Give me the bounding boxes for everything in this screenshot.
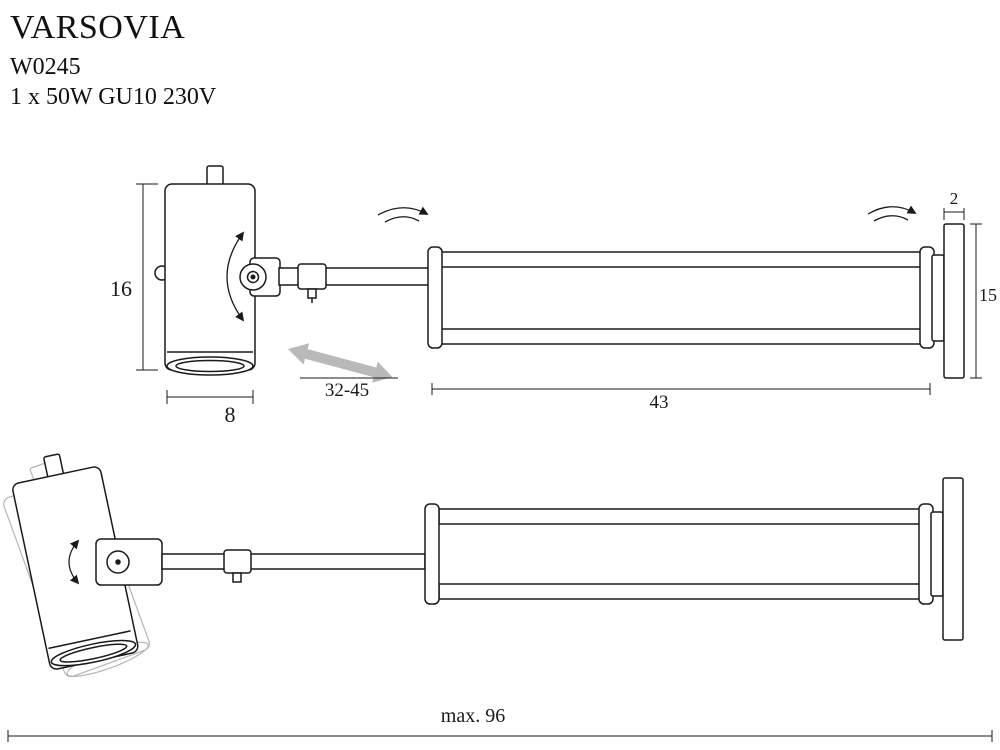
product-code: W0245 <box>10 54 81 81</box>
pivot-center-bottom <box>115 559 121 565</box>
dimension-head-height <box>136 183 158 371</box>
dimension-rail-length <box>431 383 931 395</box>
product-header: VARSOVIA W0245 1 x 50W GU10 230V <box>10 8 216 112</box>
tilted-view: max. 96 <box>3 453 993 742</box>
clamp-screw <box>307 288 317 299</box>
rail-tube-bottom <box>439 328 923 345</box>
wall-rail <box>427 223 965 379</box>
clamp-screw-bottom <box>232 572 242 583</box>
extension-arrow-icon <box>288 343 393 383</box>
double-arrow-shape <box>288 343 393 383</box>
arm-rod-bottom <box>161 553 426 570</box>
rail-tube-top <box>439 251 923 268</box>
product-spec: 1 x 50W GU10 230V <box>10 84 217 111</box>
dimension-plate-height <box>970 223 982 379</box>
tilt-arrow-icon <box>68 539 80 585</box>
lens-rim-inner-tilted <box>59 643 128 663</box>
arm-rotation-arrow-inner <box>384 216 420 223</box>
arm-clamp <box>297 263 327 290</box>
dim-label-head-diameter: 8 <box>225 402 236 427</box>
dim-label-plate-height: 15 <box>979 285 997 305</box>
dimension-max-reach <box>7 730 993 742</box>
pivot-joint <box>239 257 281 297</box>
arm-rotation-arrow-icon <box>377 206 429 216</box>
product-title: VARSOVIA <box>10 9 186 46</box>
bezel-line-tilted <box>48 630 131 650</box>
dim-label-arm-extension: 32-45 <box>325 380 369 401</box>
rail-rotation-arrow-icon <box>867 205 917 215</box>
rail-tube-bottom-bottomview <box>438 583 922 600</box>
swivel-arm <box>278 263 434 303</box>
lamp-head <box>154 165 256 376</box>
dim-label-plate-thickness: 2 <box>950 189 959 208</box>
dimension-plate-thickness <box>943 208 965 220</box>
rail-rotation-arrow-inner <box>873 215 909 222</box>
dim-label-head-height: 16 <box>110 276 132 301</box>
wall-rail-bottom <box>424 477 964 641</box>
lens-rim-inner <box>175 359 245 373</box>
wall-plate <box>943 223 965 379</box>
dim-label-max-reach: max. 96 <box>441 705 505 727</box>
rotation-arrows <box>226 205 917 322</box>
rail-tube-top-bottomview <box>438 508 922 525</box>
arm-bracket <box>95 538 163 586</box>
pivot-center <box>250 274 256 280</box>
rail-endcap-left-bottomview <box>424 503 440 605</box>
dim-label-rail-length: 43 <box>650 392 669 413</box>
side-view: 16 8 32-45 43 <box>110 165 997 427</box>
head-tilt-arrow-icon <box>226 231 245 322</box>
swivel-arm-bottom <box>161 549 426 583</box>
wall-plate-bottomview <box>942 477 964 641</box>
rail-wall-bracket-bottomview <box>930 511 944 597</box>
arm-clamp-bottom <box>223 549 252 574</box>
rail-wall-bracket <box>931 254 945 342</box>
dimension-head-diameter <box>166 390 254 404</box>
rail-endcap-left <box>427 246 443 349</box>
